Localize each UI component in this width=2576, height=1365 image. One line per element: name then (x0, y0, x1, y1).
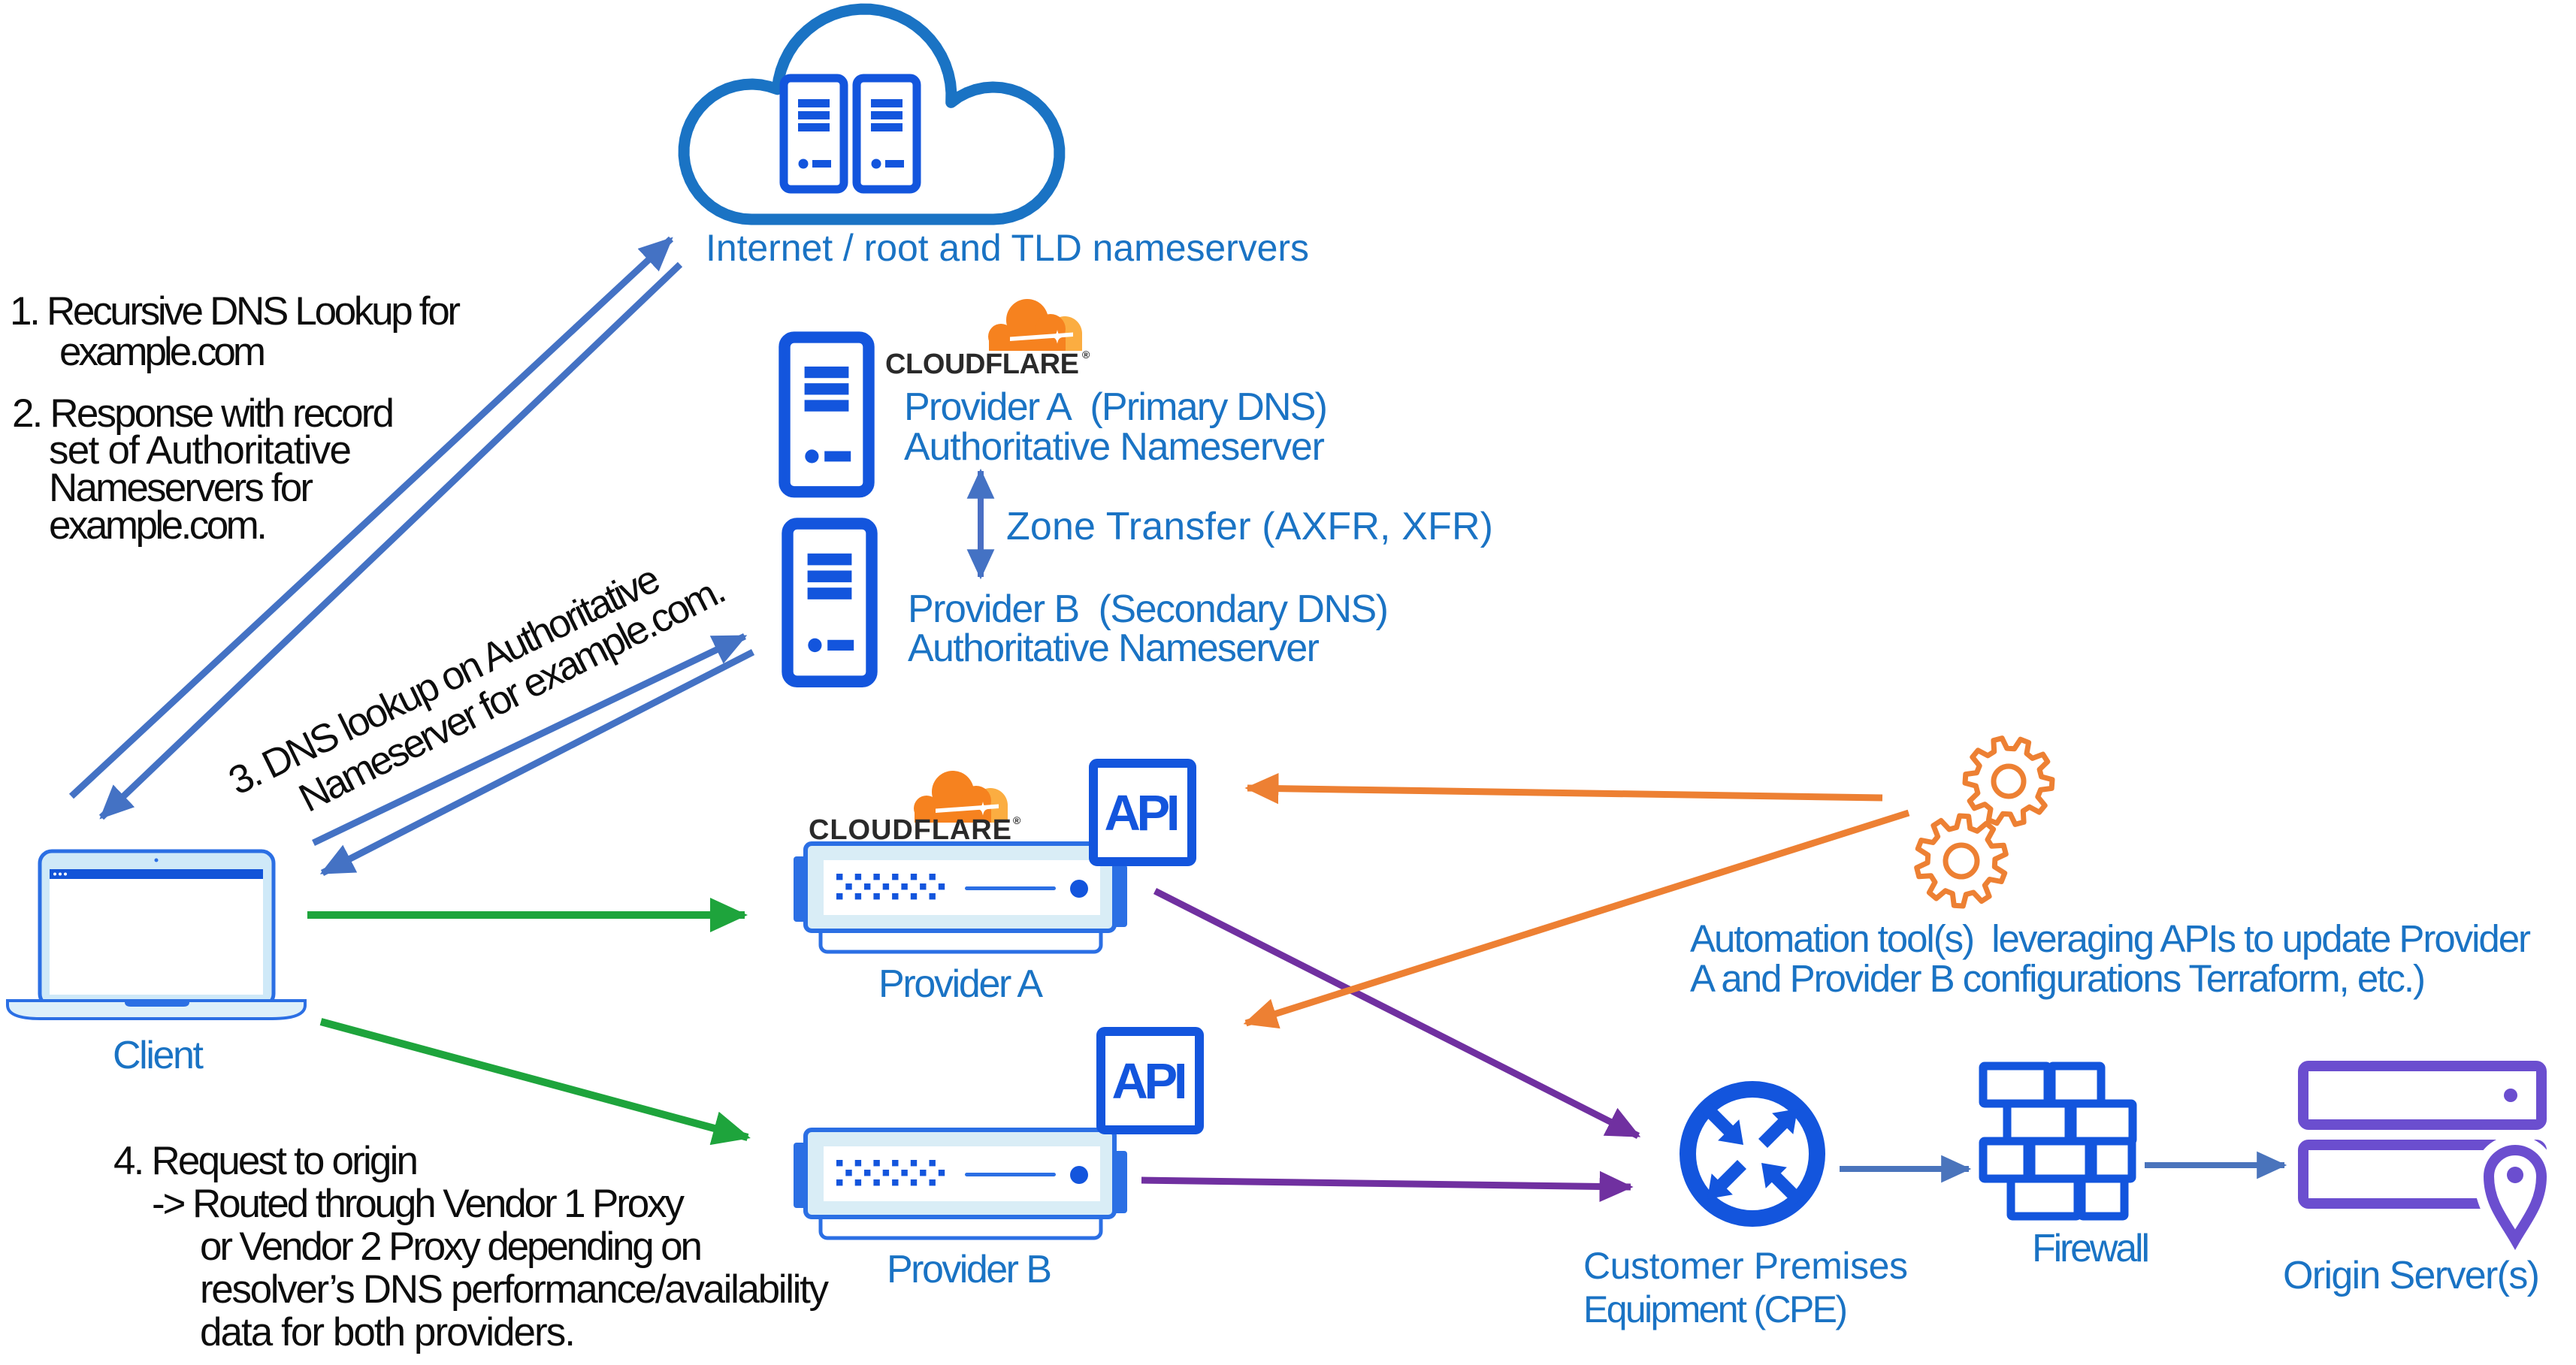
svg-text:®: ® (1013, 814, 1021, 826)
svg-text:Zone Transfer (AXFR, XFR): Zone Transfer (AXFR, XFR) (1006, 505, 1493, 548)
svg-text:resolver’s DNS performance/ava: resolver’s DNS performance/availability (200, 1267, 830, 1312)
svg-text:Automation tool(s) leveraging: Automation tool(s) leveraging APIs to up… (1690, 917, 2531, 960)
svg-text:®: ® (1082, 349, 1090, 361)
svg-text:A and Provider B configuration: A and Provider B configurations Terrafor… (1690, 957, 2426, 1000)
svg-text:data for both providers.: data for both providers. (200, 1310, 576, 1354)
svg-text:Authoritative Nameserver: Authoritative Nameserver (908, 627, 1320, 670)
svg-text:Internet / root and TLD namese: Internet / root and TLD nameservers (706, 227, 1309, 269)
svg-text:Firewall: Firewall (2032, 1227, 2150, 1270)
svg-text:Customer Premises: Customer Premises (1583, 1245, 1908, 1287)
svg-text:2. Response with record: 2. Response with record (12, 391, 395, 436)
svg-text:Provider A (Primary DNS): Provider A (Primary DNS) (904, 385, 1328, 429)
svg-text:4. Request to origin: 4. Request to origin (113, 1139, 419, 1183)
svg-text:example.com.: example.com. (49, 503, 268, 548)
svg-text:or Vendor 2 Proxy depending on: or Vendor 2 Proxy depending on (200, 1225, 703, 1269)
svg-text:Nameservers for: Nameservers for (49, 466, 313, 510)
svg-text:set of Authoritative: set of Authoritative (49, 428, 352, 473)
svg-text:example.com: example.com (59, 330, 266, 374)
svg-text:CLOUDFLARE: CLOUDFLARE (809, 814, 1011, 846)
svg-text:Provider A: Provider A (878, 962, 1043, 1006)
svg-text:1. Recursive DNS Lookup for: 1. Recursive DNS Lookup for (10, 289, 461, 334)
svg-text:Provider B: Provider B (887, 1248, 1052, 1291)
svg-text:Origin Server(s): Origin Server(s) (2283, 1254, 2540, 1297)
svg-text:CLOUDFLARE: CLOUDFLARE (885, 349, 1079, 380)
svg-text:Authoritative Nameserver: Authoritative Nameserver (904, 425, 1325, 469)
svg-text:-> Routed through Vendor 1 Pro: -> Routed through Vendor 1 Proxy (152, 1182, 685, 1226)
svg-text:Provider B (Secondary DNS): Provider B (Secondary DNS) (908, 587, 1389, 631)
svg-text:Client: Client (113, 1034, 204, 1077)
svg-text:Equipment (CPE): Equipment (CPE) (1583, 1288, 1848, 1330)
